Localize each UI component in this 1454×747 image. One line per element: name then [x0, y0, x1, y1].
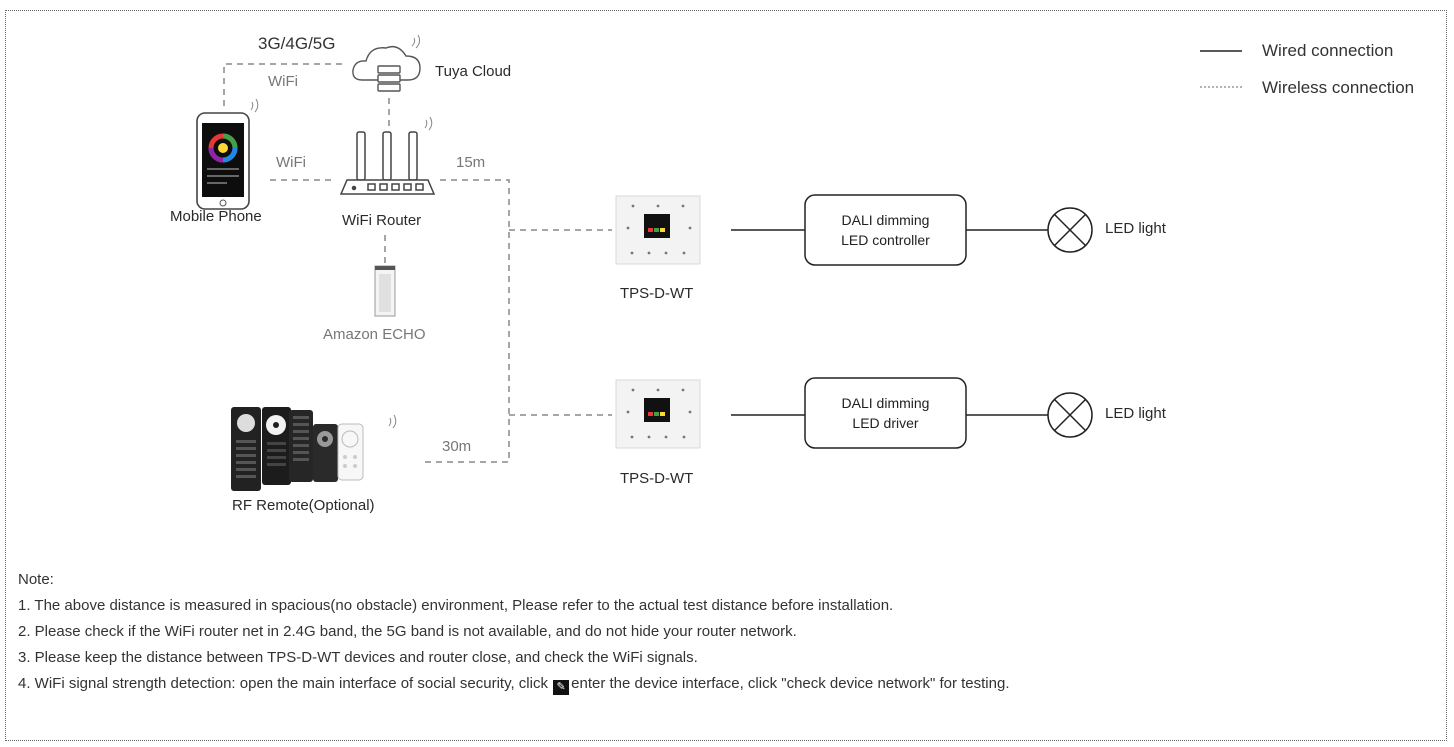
amazon-echo-label: Amazon ECHO [323, 326, 426, 343]
led-light-1-label: LED light [1105, 220, 1166, 237]
distance-30m-label: 30m [442, 438, 472, 455]
tps-panel-2-icon [615, 379, 701, 449]
remote-signal-icon [388, 414, 397, 429]
led-light-2-icon [1047, 392, 1093, 438]
note-3: 3. Please keep the distance between TPS-… [18, 649, 698, 666]
wifi-router-label: WiFi Router [342, 212, 422, 229]
dali-driver-line2: LED driver [852, 415, 919, 431]
dali-controller-line2: LED controller [841, 232, 930, 248]
note-2: 2. Please check if the WiFi router net i… [18, 623, 797, 640]
note-4-part1: 4. WiFi signal strength detection: open … [18, 675, 548, 692]
cloud-signal-icon [411, 34, 421, 49]
mobile-phone-icon [196, 112, 250, 210]
phone-cloud-link [223, 63, 345, 106]
panel-1-label: TPS-D-WT [620, 285, 694, 302]
dali-controller-text: DALI dimming LED controller [805, 210, 966, 250]
tuya-cloud-label: Tuya Cloud [435, 63, 512, 80]
diagram-frame [5, 10, 1447, 741]
wifi-router-link-label: WiFi [276, 154, 306, 171]
dali-controller-line1: DALI dimming [841, 212, 930, 228]
wifi-router-icon [339, 131, 436, 195]
rf-remote-icon [231, 407, 364, 491]
rf-remote-label: RF Remote(Optional) [232, 497, 375, 514]
distance-15m-label: 15m [456, 154, 486, 171]
edit-icon: ✎ [553, 680, 570, 695]
amazon-echo-icon [374, 265, 396, 317]
dali-controller-box [804, 194, 967, 266]
router-signal-icon [424, 116, 433, 131]
dali-driver-text: DALI dimming LED driver [805, 393, 966, 433]
cloud-icon [352, 45, 421, 92]
note-1: 1. The above distance is measured in spa… [18, 597, 894, 614]
legend-wired-label: Wired connection [1262, 41, 1394, 60]
mobile-phone-label: Mobile Phone [170, 208, 262, 225]
note-4-part2: enter the device interface, click "check… [571, 675, 1010, 692]
notes-title: Note: [18, 571, 54, 588]
notes-section: Note: 1. The above distance is measured … [18, 567, 1010, 697]
note-4: 4. WiFi signal strength detection: open … [18, 671, 1010, 697]
cellular-label: 3G/4G/5G [258, 34, 336, 53]
router-backbone-link [420, 179, 510, 463]
led-light-2-label: LED light [1105, 405, 1166, 422]
dali-driver-box [804, 377, 967, 449]
tps-panel-1-icon [615, 195, 701, 265]
phone-signal-icon [250, 98, 259, 113]
wifi-cloud-label: WiFi [268, 73, 298, 90]
led-light-1-icon [1047, 207, 1093, 253]
panel-2-label: TPS-D-WT [620, 470, 694, 487]
legend-wireless-label: Wireless connection [1262, 78, 1415, 97]
dali-driver-line1: DALI dimming [841, 395, 930, 411]
